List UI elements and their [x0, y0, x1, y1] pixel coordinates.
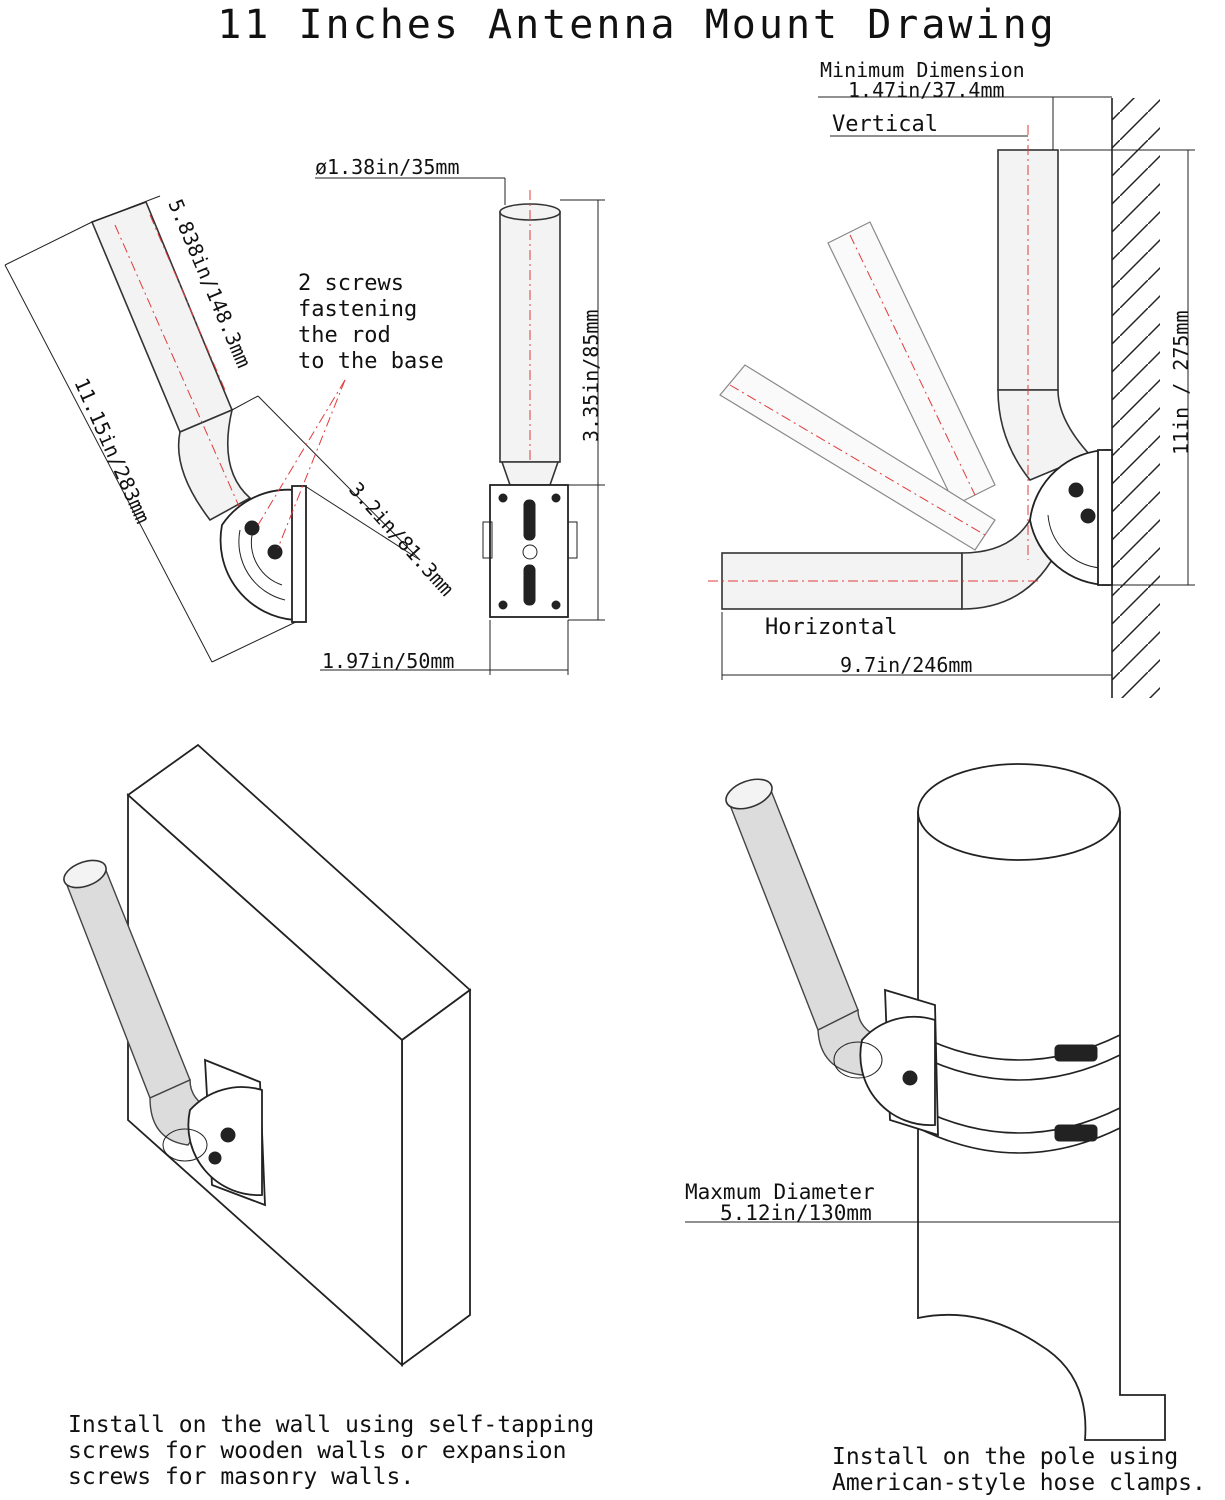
side-base-offset-label: 3.2in/81.3mm: [344, 477, 459, 600]
screw-note-line-2: fastening: [298, 297, 417, 322]
wall-install-illustration: [63, 743, 472, 1368]
max-diameter-value: 5.12in/130mm: [720, 1201, 872, 1225]
screw-note-line-3: the rod: [298, 323, 391, 348]
wall-caption-line-1: Install on the wall using self-tapping: [68, 1412, 594, 1438]
side-pipe-diameter-label: ø1.38in/35mm: [315, 155, 460, 179]
range-view: [708, 96, 1195, 698]
wall-caption-line-3: screws for masonry walls.: [68, 1464, 414, 1490]
pole-caption-line-1: Install on the pole using: [832, 1444, 1178, 1470]
min-dimension-value: 1.47in/37.4mm: [848, 78, 1005, 102]
screw-note-line-1: 2 screws: [298, 271, 404, 296]
front-view: [320, 178, 605, 675]
max-diameter-label: Maxmum Diameter: [685, 1180, 875, 1204]
drawing-title: 11 Inches Antenna Mount Drawing: [217, 2, 1057, 48]
range-height-label: 11in / 275mm: [1169, 311, 1193, 456]
pole-caption-line-2: American-style hose clamps.: [832, 1470, 1206, 1496]
range-reach-label: 9.7in/246mm: [840, 653, 972, 677]
screw-note-line-4: to the base: [298, 349, 444, 374]
side-total-length-label: 11.15in/283mm: [69, 374, 155, 527]
horizontal-label: Horizontal: [765, 615, 897, 640]
side-view: [4, 195, 421, 663]
front-base-width-label: 1.97in/50mm: [322, 649, 454, 673]
min-dimension-label: Minimum Dimension: [820, 58, 1025, 82]
pole-install-illustration: [685, 763, 1166, 1441]
front-stub-height-label: 3.35in/85mm: [579, 310, 603, 442]
wall-caption-line-2: screws for wooden walls or expansion: [68, 1438, 567, 1464]
vertical-label: Vertical: [832, 112, 938, 137]
